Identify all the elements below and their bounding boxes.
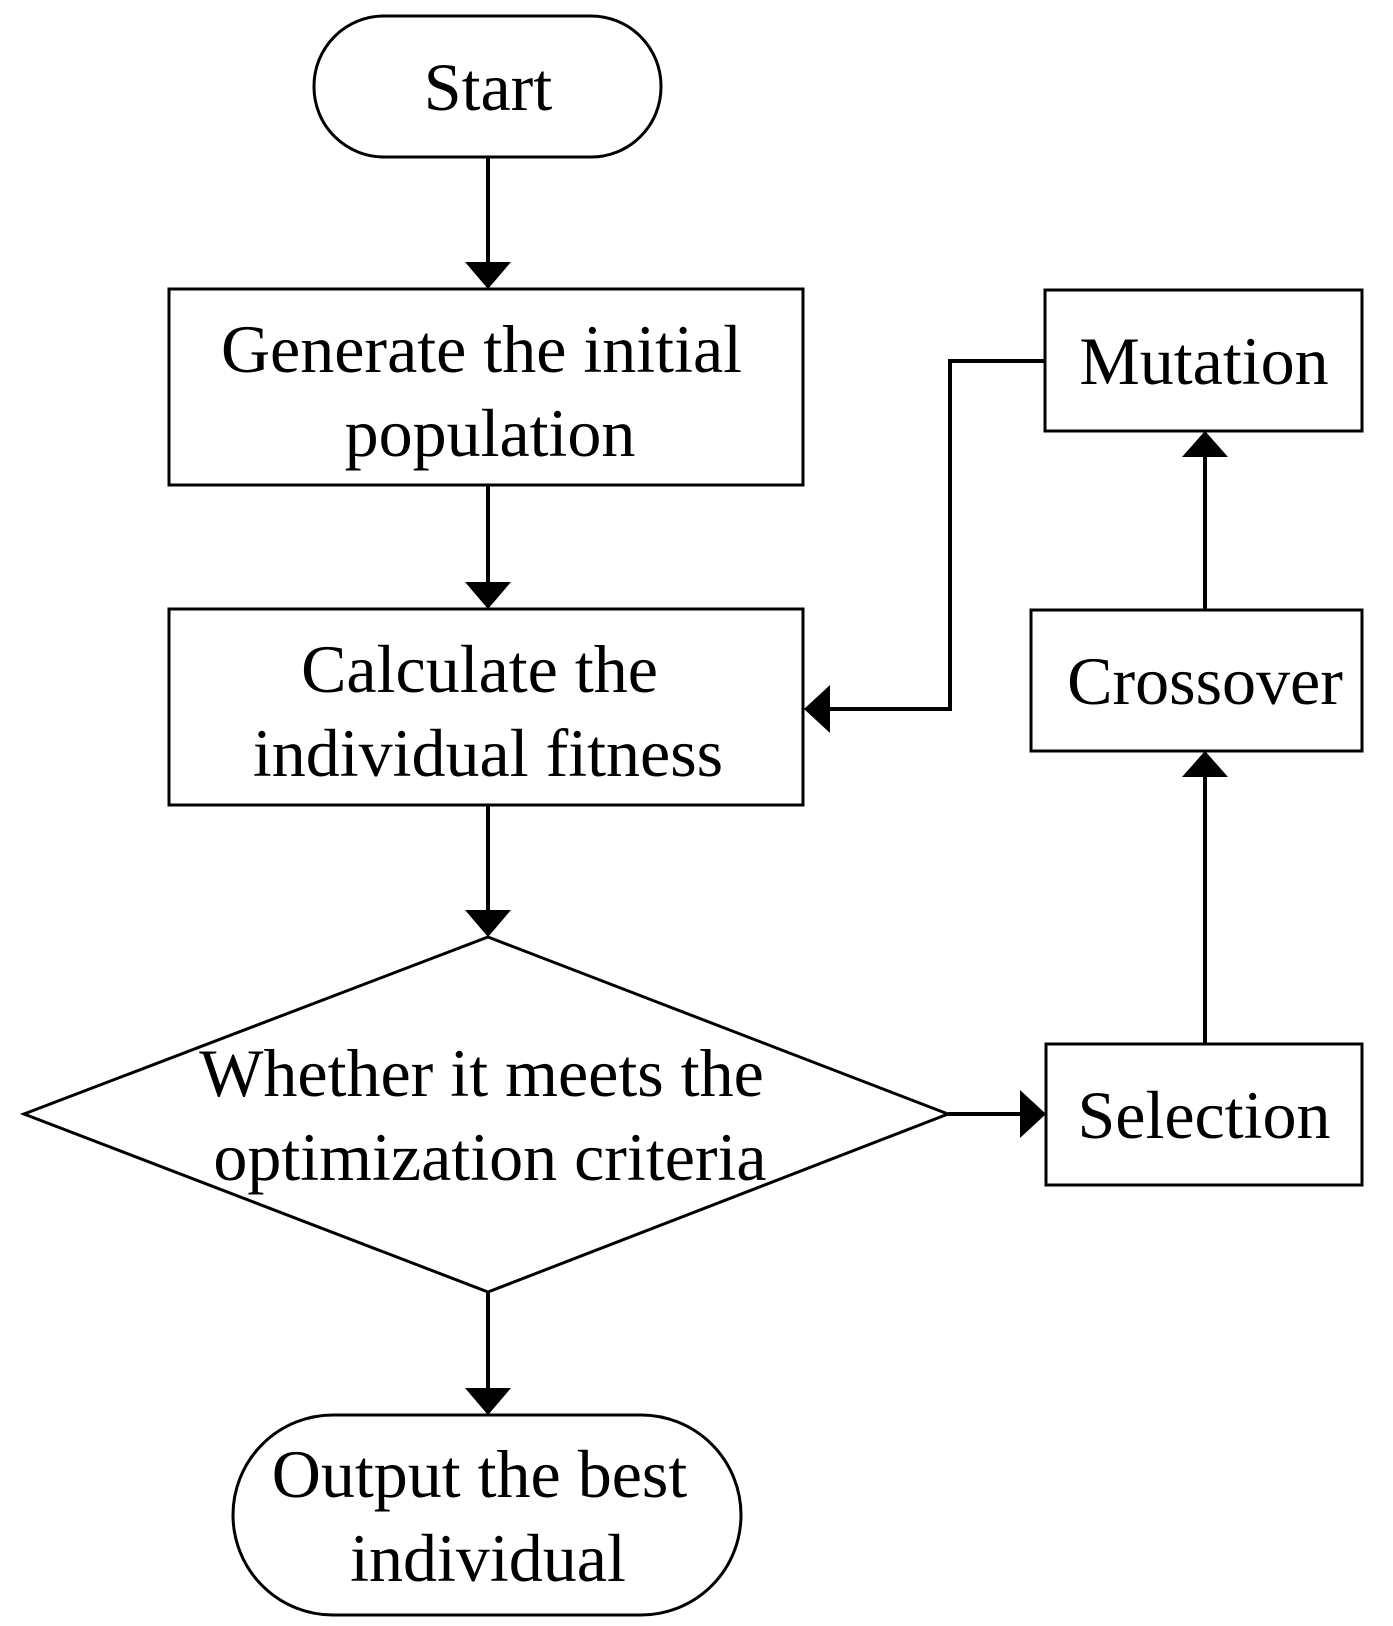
svg-text:Selection: Selection [1077, 1077, 1330, 1153]
generate-process-box [167, 287, 805, 487]
generate-label-line2: population [345, 395, 636, 471]
node-decision: Whether it meets the optimization criter… [19, 935, 953, 1294]
arrowhead-calculate [465, 582, 511, 609]
decision-label-line1: Whether it meets the [199, 1035, 764, 1111]
svg-text:Whether it meets the opt: Whether it meets the optimization criter… [199, 1035, 781, 1195]
selection-process-box [1044, 1042, 1364, 1187]
svg-text:Calculate the individual: Calculate the individual fitness [253, 631, 723, 791]
arrowhead-generate [465, 262, 511, 289]
output-terminal-shape [231, 1413, 743, 1617]
arrowhead-output [465, 1388, 511, 1415]
svg-text:Output the best individu: Output the best individual [272, 1436, 705, 1596]
calculate-process-box [167, 607, 805, 807]
selection-label: Selection [1077, 1077, 1330, 1153]
output-label-line2: individual [350, 1520, 626, 1596]
start-terminal-shape [312, 14, 663, 159]
calculate-label-line1: Calculate the [301, 631, 658, 707]
connectors [465, 157, 1228, 1415]
calculate-label-line2: individual fitness [253, 715, 723, 791]
generate-label-line1: Generate the initial [221, 311, 742, 387]
svg-text:Crossover: Crossover [1067, 643, 1343, 719]
node-output: Output the best individual [231, 1413, 743, 1617]
svg-text:Start: Start [424, 49, 553, 125]
node-selection: Selection [1044, 1042, 1364, 1187]
edge-mutation-to-calculate [830, 359, 1045, 711]
node-generate: Generate the initial population [167, 287, 805, 487]
crossover-label: Crossover [1067, 643, 1343, 719]
arrowhead-calculate-loop [804, 685, 830, 733]
node-calculate: Calculate the individual fitness [167, 607, 805, 807]
arrowhead-selection [1020, 1090, 1046, 1138]
arrowhead-crossover [1182, 751, 1228, 777]
node-crossover: Crossover [1029, 608, 1364, 753]
svg-text:Generate the initial po: Generate the initial population [221, 311, 759, 471]
mutation-process-box [1043, 288, 1364, 433]
svg-text:Mutation: Mutation [1079, 323, 1328, 399]
node-start: Start [312, 14, 663, 159]
node-mutation: Mutation [1043, 288, 1364, 433]
start-label: Start [424, 49, 553, 125]
output-label-line1: Output the best [272, 1436, 688, 1512]
arrowhead-decision [465, 910, 511, 937]
arrowhead-mutation [1182, 431, 1228, 457]
decision-diamond [19, 935, 953, 1294]
decision-label-line2: optimization criteria [213, 1119, 766, 1195]
crossover-process-box [1029, 608, 1364, 753]
mutation-label: Mutation [1079, 323, 1328, 399]
